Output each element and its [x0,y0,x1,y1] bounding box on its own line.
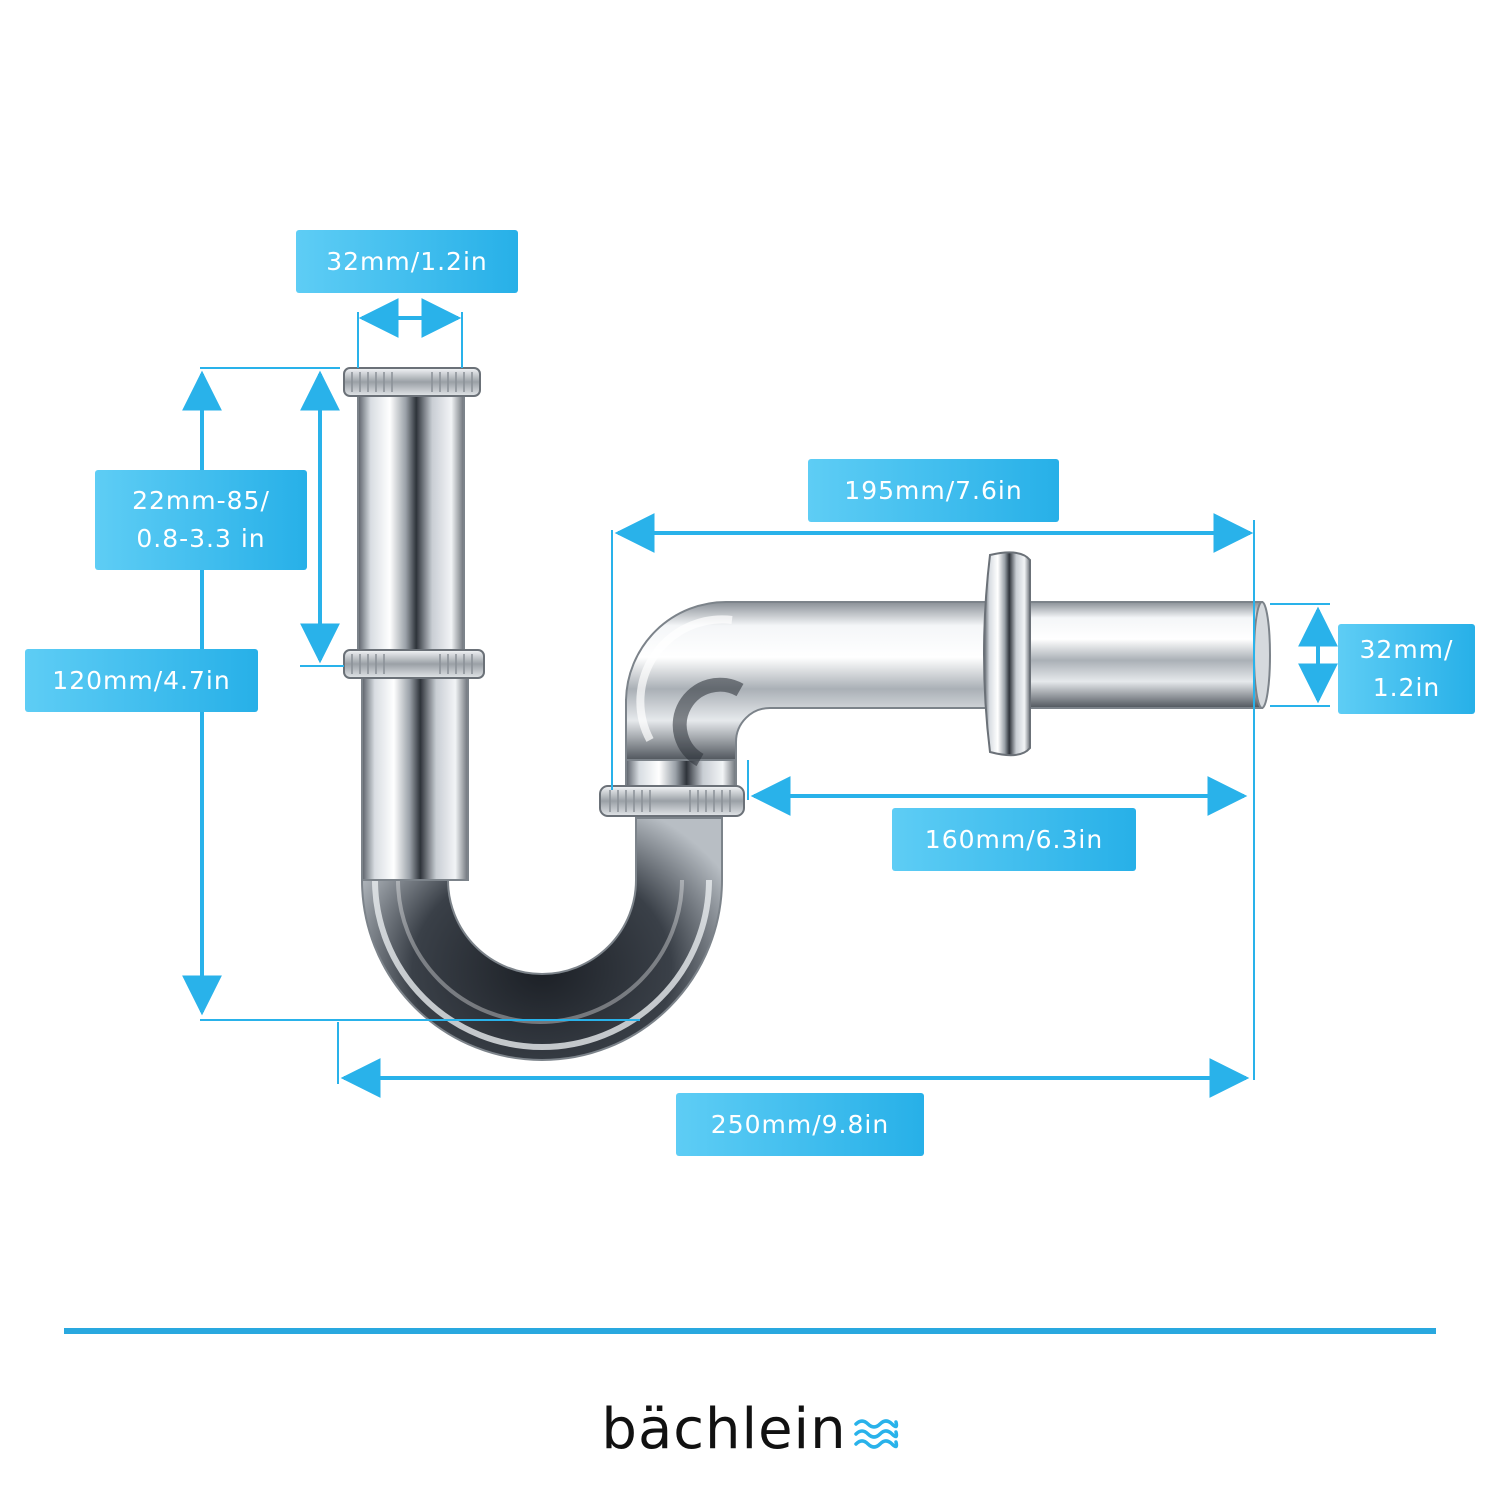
middle-nut [343,649,485,679]
total-height-label: 120mm/4.7in [25,649,258,712]
adjustable-height-label: 22mm-85/ 0.8-3.3 in [95,470,307,570]
wall-rosette [983,551,1031,757]
trap-nut [599,785,745,817]
brand-name: bächlein [601,1396,847,1462]
outlet-length-label: 195mm/7.6in [808,459,1059,522]
top-diameter-label: 32mm/1.2in [296,230,518,293]
elbow [625,601,1001,761]
outlet-diameter-label: 32mm/ 1.2in [1338,624,1475,714]
brand-logo: bächlein [0,1384,1500,1474]
total-width-label: 250mm/9.8in [676,1093,924,1156]
top-nut [343,367,481,397]
siphon-pipe [343,367,1271,1061]
outlet-tube [999,601,1263,709]
inlet-tube [357,379,465,661]
lower-left-tube [361,659,469,881]
outlet-to-trap-label: 160mm/6.3in [892,808,1136,871]
waves-icon [853,1419,898,1449]
dimension-lines [182,298,1338,1098]
